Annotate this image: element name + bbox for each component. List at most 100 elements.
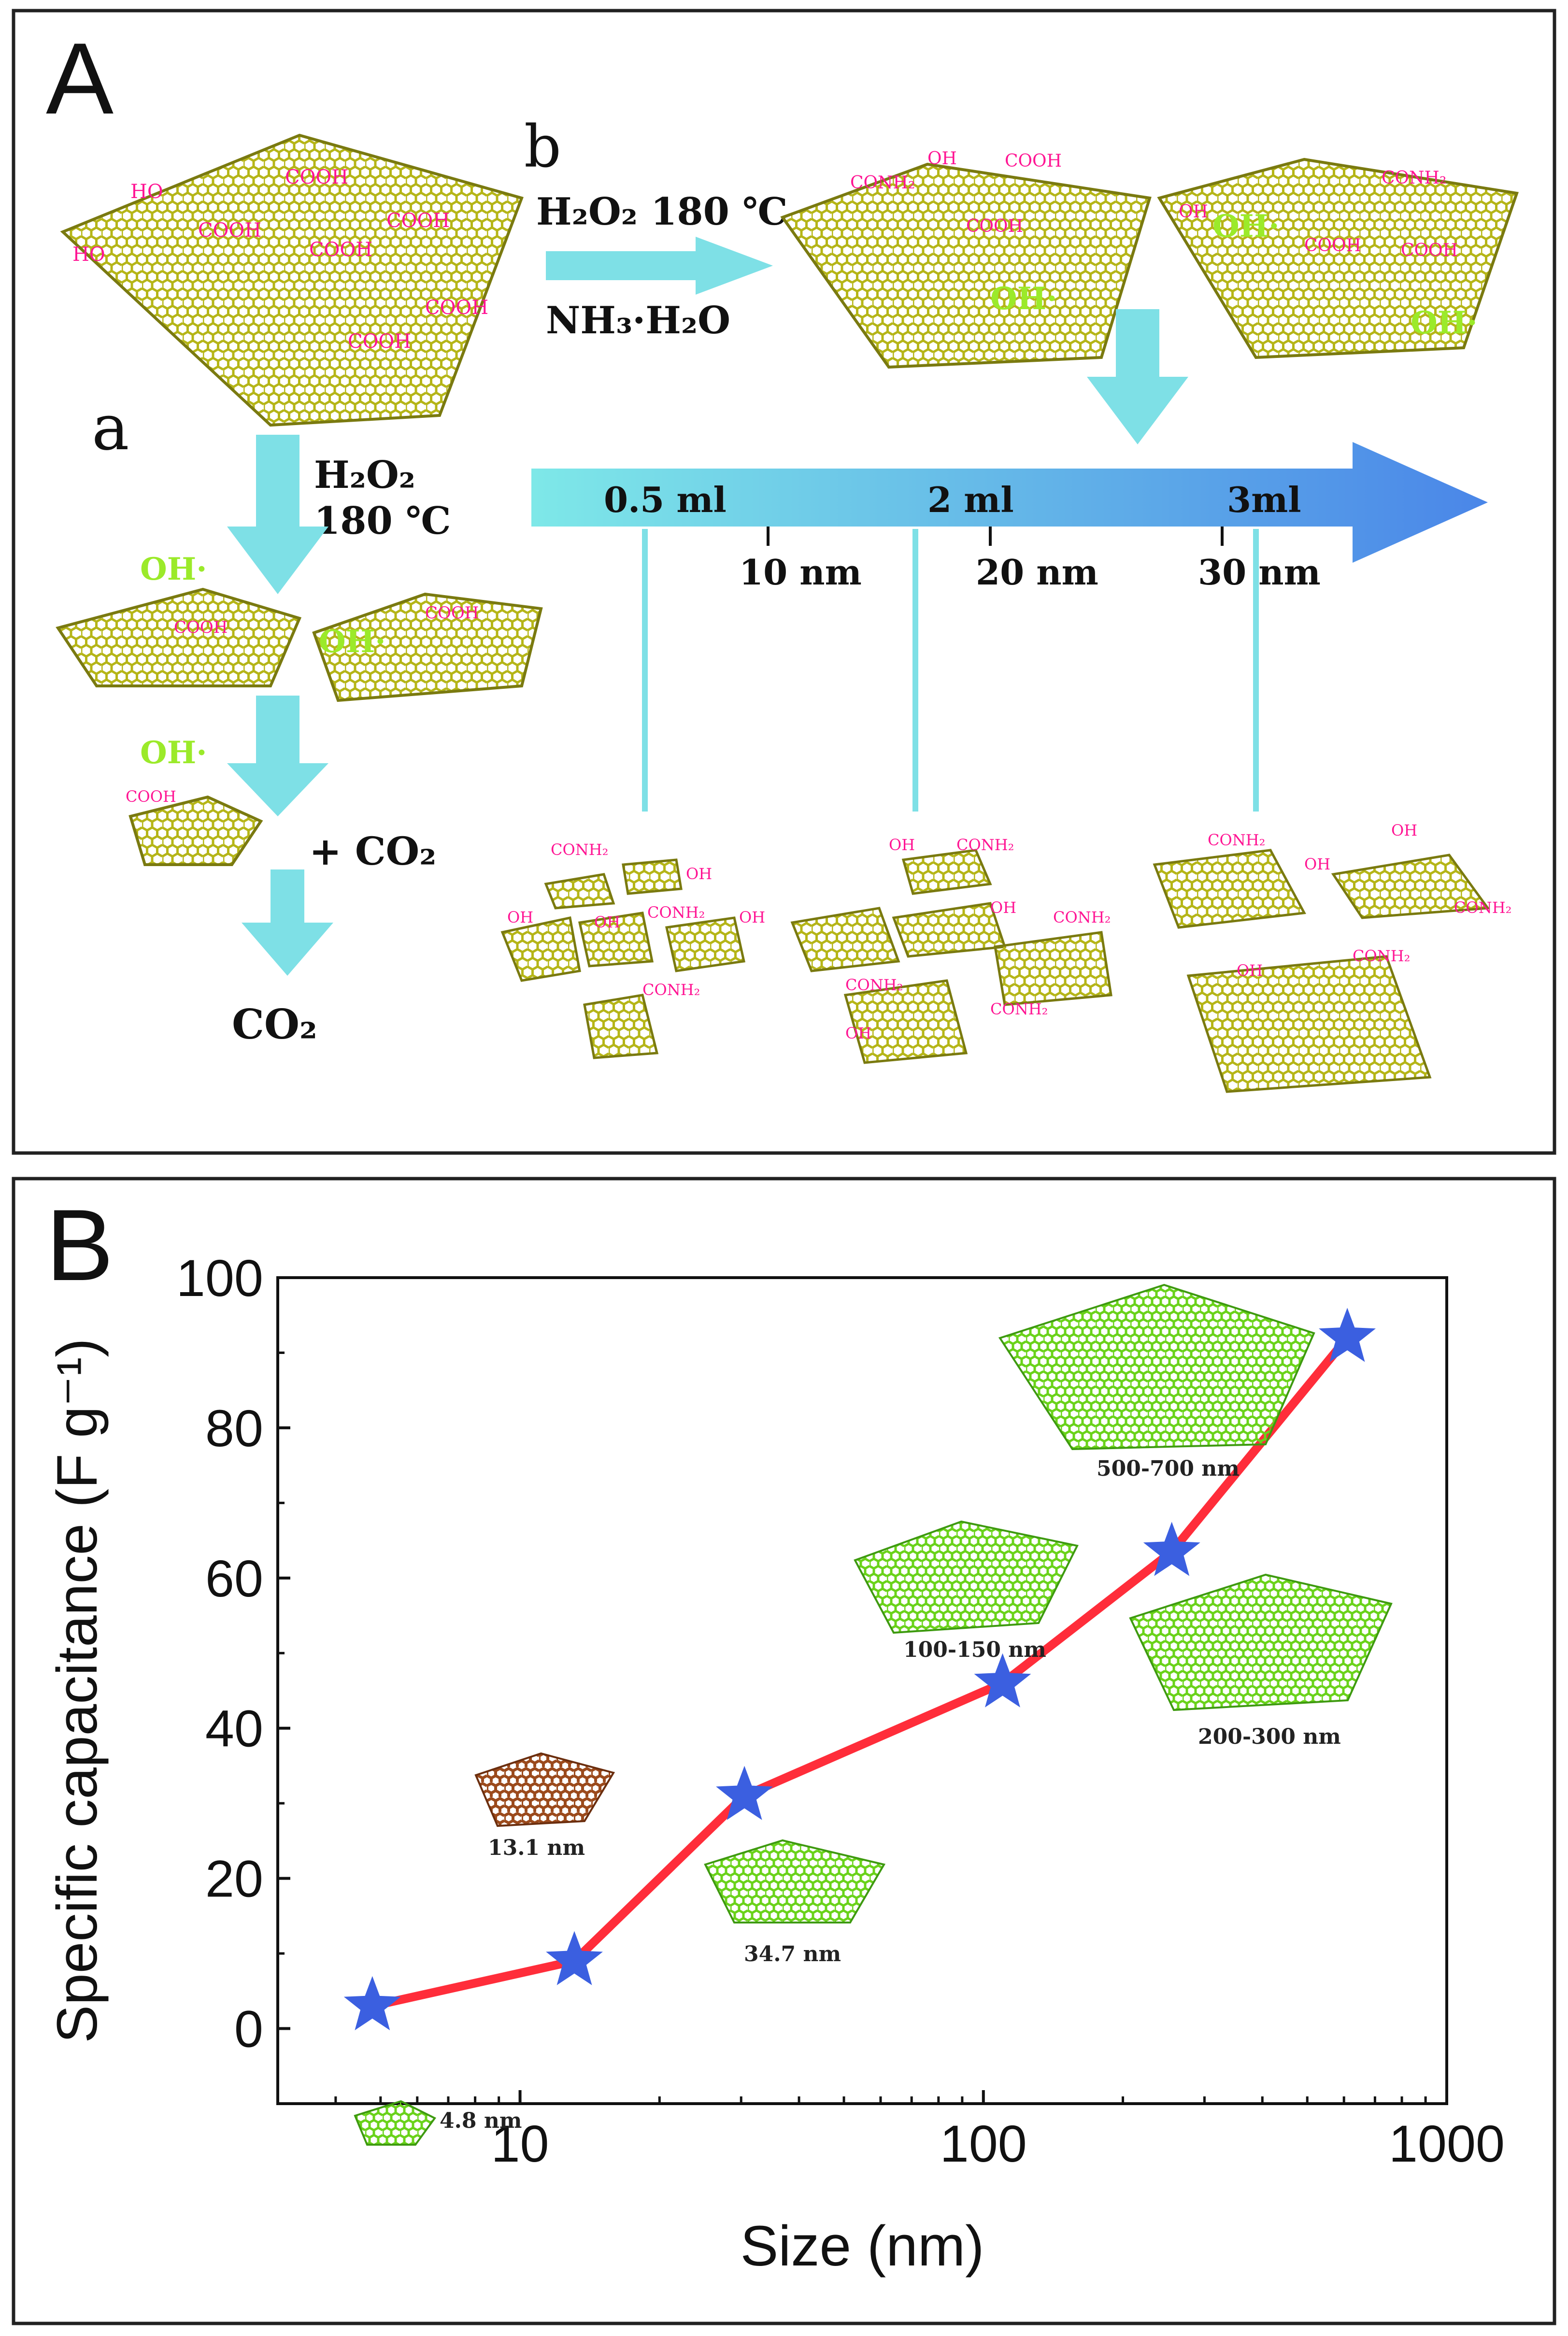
plot-frame <box>276 1276 1448 2105</box>
group-label: OH <box>686 865 712 883</box>
y-tick-label: 100 <box>176 1249 263 1307</box>
fragment-sheet: OH· COOH <box>312 592 543 702</box>
graphene-oxide-sheet: HO HO COOH COOH COOH COOH COOH COOH <box>60 133 524 427</box>
group-label: OH <box>1179 202 1208 222</box>
route-a-letter: a <box>92 391 129 464</box>
series-segment <box>998 1547 1176 1688</box>
down-arrow <box>242 869 333 976</box>
series-segment <box>570 1791 749 1966</box>
group-label: OH <box>739 908 765 926</box>
group-label: COOH <box>1401 241 1458 260</box>
base-label: NH₃·H₂O <box>546 299 730 342</box>
volume-label: 0.5 ml <box>604 479 727 520</box>
group-label: CONH₂ <box>956 836 1014 854</box>
oxidized-sheet: CONH₂ OH COOH COOH OH· <box>780 149 1152 369</box>
sheet-inset-100-150nm <box>854 1520 1079 1634</box>
group-label: COOH <box>174 618 228 637</box>
volume-label: 3ml <box>1227 479 1301 520</box>
group-label: CONH₂ <box>1353 947 1410 965</box>
plus-co2-label: + CO₂ <box>309 828 436 874</box>
star-marker <box>974 1653 1031 1708</box>
group-label: COOH <box>425 603 479 623</box>
group-label: HO <box>130 181 163 203</box>
group-label: CONH₂ <box>850 173 915 193</box>
group-label: COOH <box>1005 151 1062 171</box>
concentration-arrow <box>531 442 1488 563</box>
star-marker <box>546 1931 603 1985</box>
series-segment <box>740 1679 1007 1800</box>
size-annotation: 13.1 nm <box>488 1836 585 1860</box>
size-annotation: 500-700 nm <box>1097 1456 1240 1481</box>
y-tick-label: 20 <box>205 1850 263 1908</box>
small-fragment: OH· COOH <box>126 735 263 866</box>
gqd-cluster-large: CONH₂ OH OH CONH₂ CONH₂ OH <box>1153 821 1511 1093</box>
group-label: COOH <box>309 239 372 261</box>
y-tick-label: 60 <box>205 1549 263 1608</box>
group-label: OH <box>507 908 533 926</box>
group-label: CONH₂ <box>647 903 705 922</box>
radical-label: OH· <box>990 281 1057 317</box>
radical-label: OH· <box>1411 305 1478 341</box>
group-label: COOH <box>348 330 411 353</box>
group-label: COOH <box>198 219 261 242</box>
star-marker <box>1319 1308 1376 1362</box>
star-marker <box>716 1766 773 1820</box>
sheet-inset-4-8nm <box>354 2100 437 2146</box>
group-label: OH <box>845 1024 871 1042</box>
oxidized-sheet: CONH₂ OH COOH COOH OH· OH· <box>1157 157 1519 359</box>
sheet-inset-34-7nm <box>704 1839 886 1923</box>
radical-label: OH· <box>140 735 207 771</box>
sheet-inset-200-300nm <box>1129 1573 1393 1711</box>
group-label: CONH₂ <box>990 1000 1048 1018</box>
series-segment <box>368 1956 579 2010</box>
y-axis-label: Specific capacitance (F g⁻¹) <box>45 1338 109 2043</box>
sheet-inset-13-1nm <box>474 1752 615 1827</box>
co2-label: CO₂ <box>232 1000 317 1048</box>
temperature-label: 180 ℃ <box>314 499 451 543</box>
group-label: CONH₂ <box>1382 168 1446 188</box>
down-arrow <box>1087 309 1188 444</box>
group-label: OH <box>889 836 915 854</box>
x-tick-label: 1000 <box>1389 2114 1505 2173</box>
gqd-cluster-medium: CONH₂ OH CONH₂ OH CONH₂ CONH₂ OH <box>790 836 1112 1064</box>
size-label: 20 nm <box>976 552 1098 593</box>
radical-label: OH· <box>1212 208 1280 244</box>
route-b-letter: b <box>524 114 561 181</box>
radical-label: OH· <box>319 624 386 660</box>
group-label: CONH₂ <box>845 976 903 994</box>
size-annotation: 200-300 nm <box>1198 1724 1341 1749</box>
size-annotation: 100-150 nm <box>903 1638 1046 1662</box>
group-label: OH <box>594 913 620 931</box>
fragment-sheet: OH· COOH <box>56 551 302 687</box>
star-marker <box>343 1976 401 2031</box>
group-label: OH <box>1237 961 1263 980</box>
group-label: CONH₂ <box>551 840 608 859</box>
group-label: HO <box>72 243 105 266</box>
group-label: COOH <box>285 166 348 188</box>
y-tick-label: 40 <box>205 1699 263 1758</box>
group-label: CONH₂ <box>1053 908 1111 926</box>
x-tick-label: 10 <box>491 2114 549 2173</box>
group-label: COOH <box>126 787 176 806</box>
x-axis-label: Size (nm) <box>741 2214 984 2278</box>
group-label: OH <box>1304 855 1330 873</box>
reagent-label: H₂O₂ 180 ℃ <box>536 190 788 234</box>
reagent-label: H₂O₂ <box>314 453 415 497</box>
y-tick-label: 80 <box>205 1399 263 1457</box>
group-label: CONH₂ <box>1454 898 1511 917</box>
down-arrow <box>227 696 328 816</box>
group-label: OH <box>990 898 1016 917</box>
radical-label: OH· <box>140 551 207 587</box>
group-label: OH <box>927 149 957 169</box>
group-label: CONH₂ <box>1208 831 1265 849</box>
group-label: COOH <box>966 216 1023 236</box>
size-annotation: 34.7 nm <box>744 1942 841 1966</box>
group-label: CONH₂ <box>642 981 700 999</box>
star-marker <box>1143 1522 1200 1576</box>
x-tick-label: 100 <box>940 2114 1027 2173</box>
sheet-inset-500-700nm <box>998 1283 1315 1451</box>
capacitance-chart: Size (nm) Specific capacitance (F g⁻¹) 0… <box>45 1249 1505 2278</box>
y-tick-label: 0 <box>234 2000 263 2058</box>
panel-a-letter: A <box>46 22 114 135</box>
volume-label: 2 ml <box>927 479 1014 520</box>
